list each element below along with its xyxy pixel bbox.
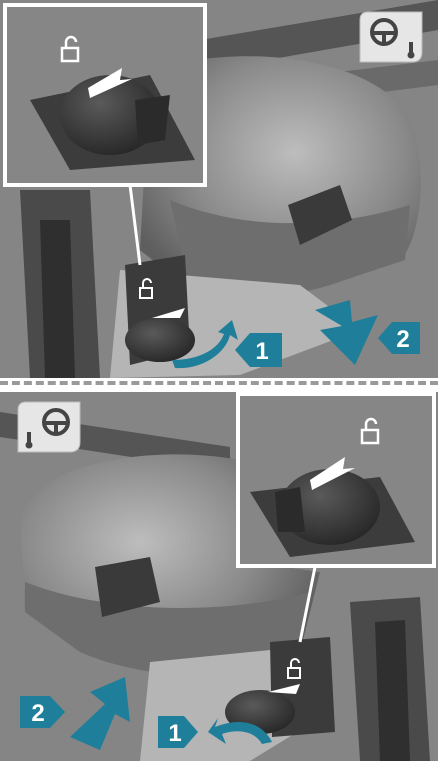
release-knob — [125, 318, 195, 362]
top-scene: 1 2 — [0, 0, 438, 378]
frame-bar-inner — [375, 620, 410, 761]
top-illustration-panel: 1 2 — [0, 0, 438, 378]
step-2-label: 2 — [396, 326, 409, 353]
step-1-label: 1 — [168, 720, 181, 747]
dashed-divider — [0, 381, 438, 385]
bottom-scene: 1 2 — [0, 392, 438, 761]
step-2-label: 2 — [31, 700, 44, 727]
vehicle-indicator-badge — [18, 402, 80, 452]
vehicle-indicator-badge — [360, 12, 422, 62]
step-1-label: 1 — [255, 338, 268, 365]
bottom-illustration-panel: 1 2 — [0, 392, 438, 761]
frame-bar-inner — [40, 220, 75, 378]
